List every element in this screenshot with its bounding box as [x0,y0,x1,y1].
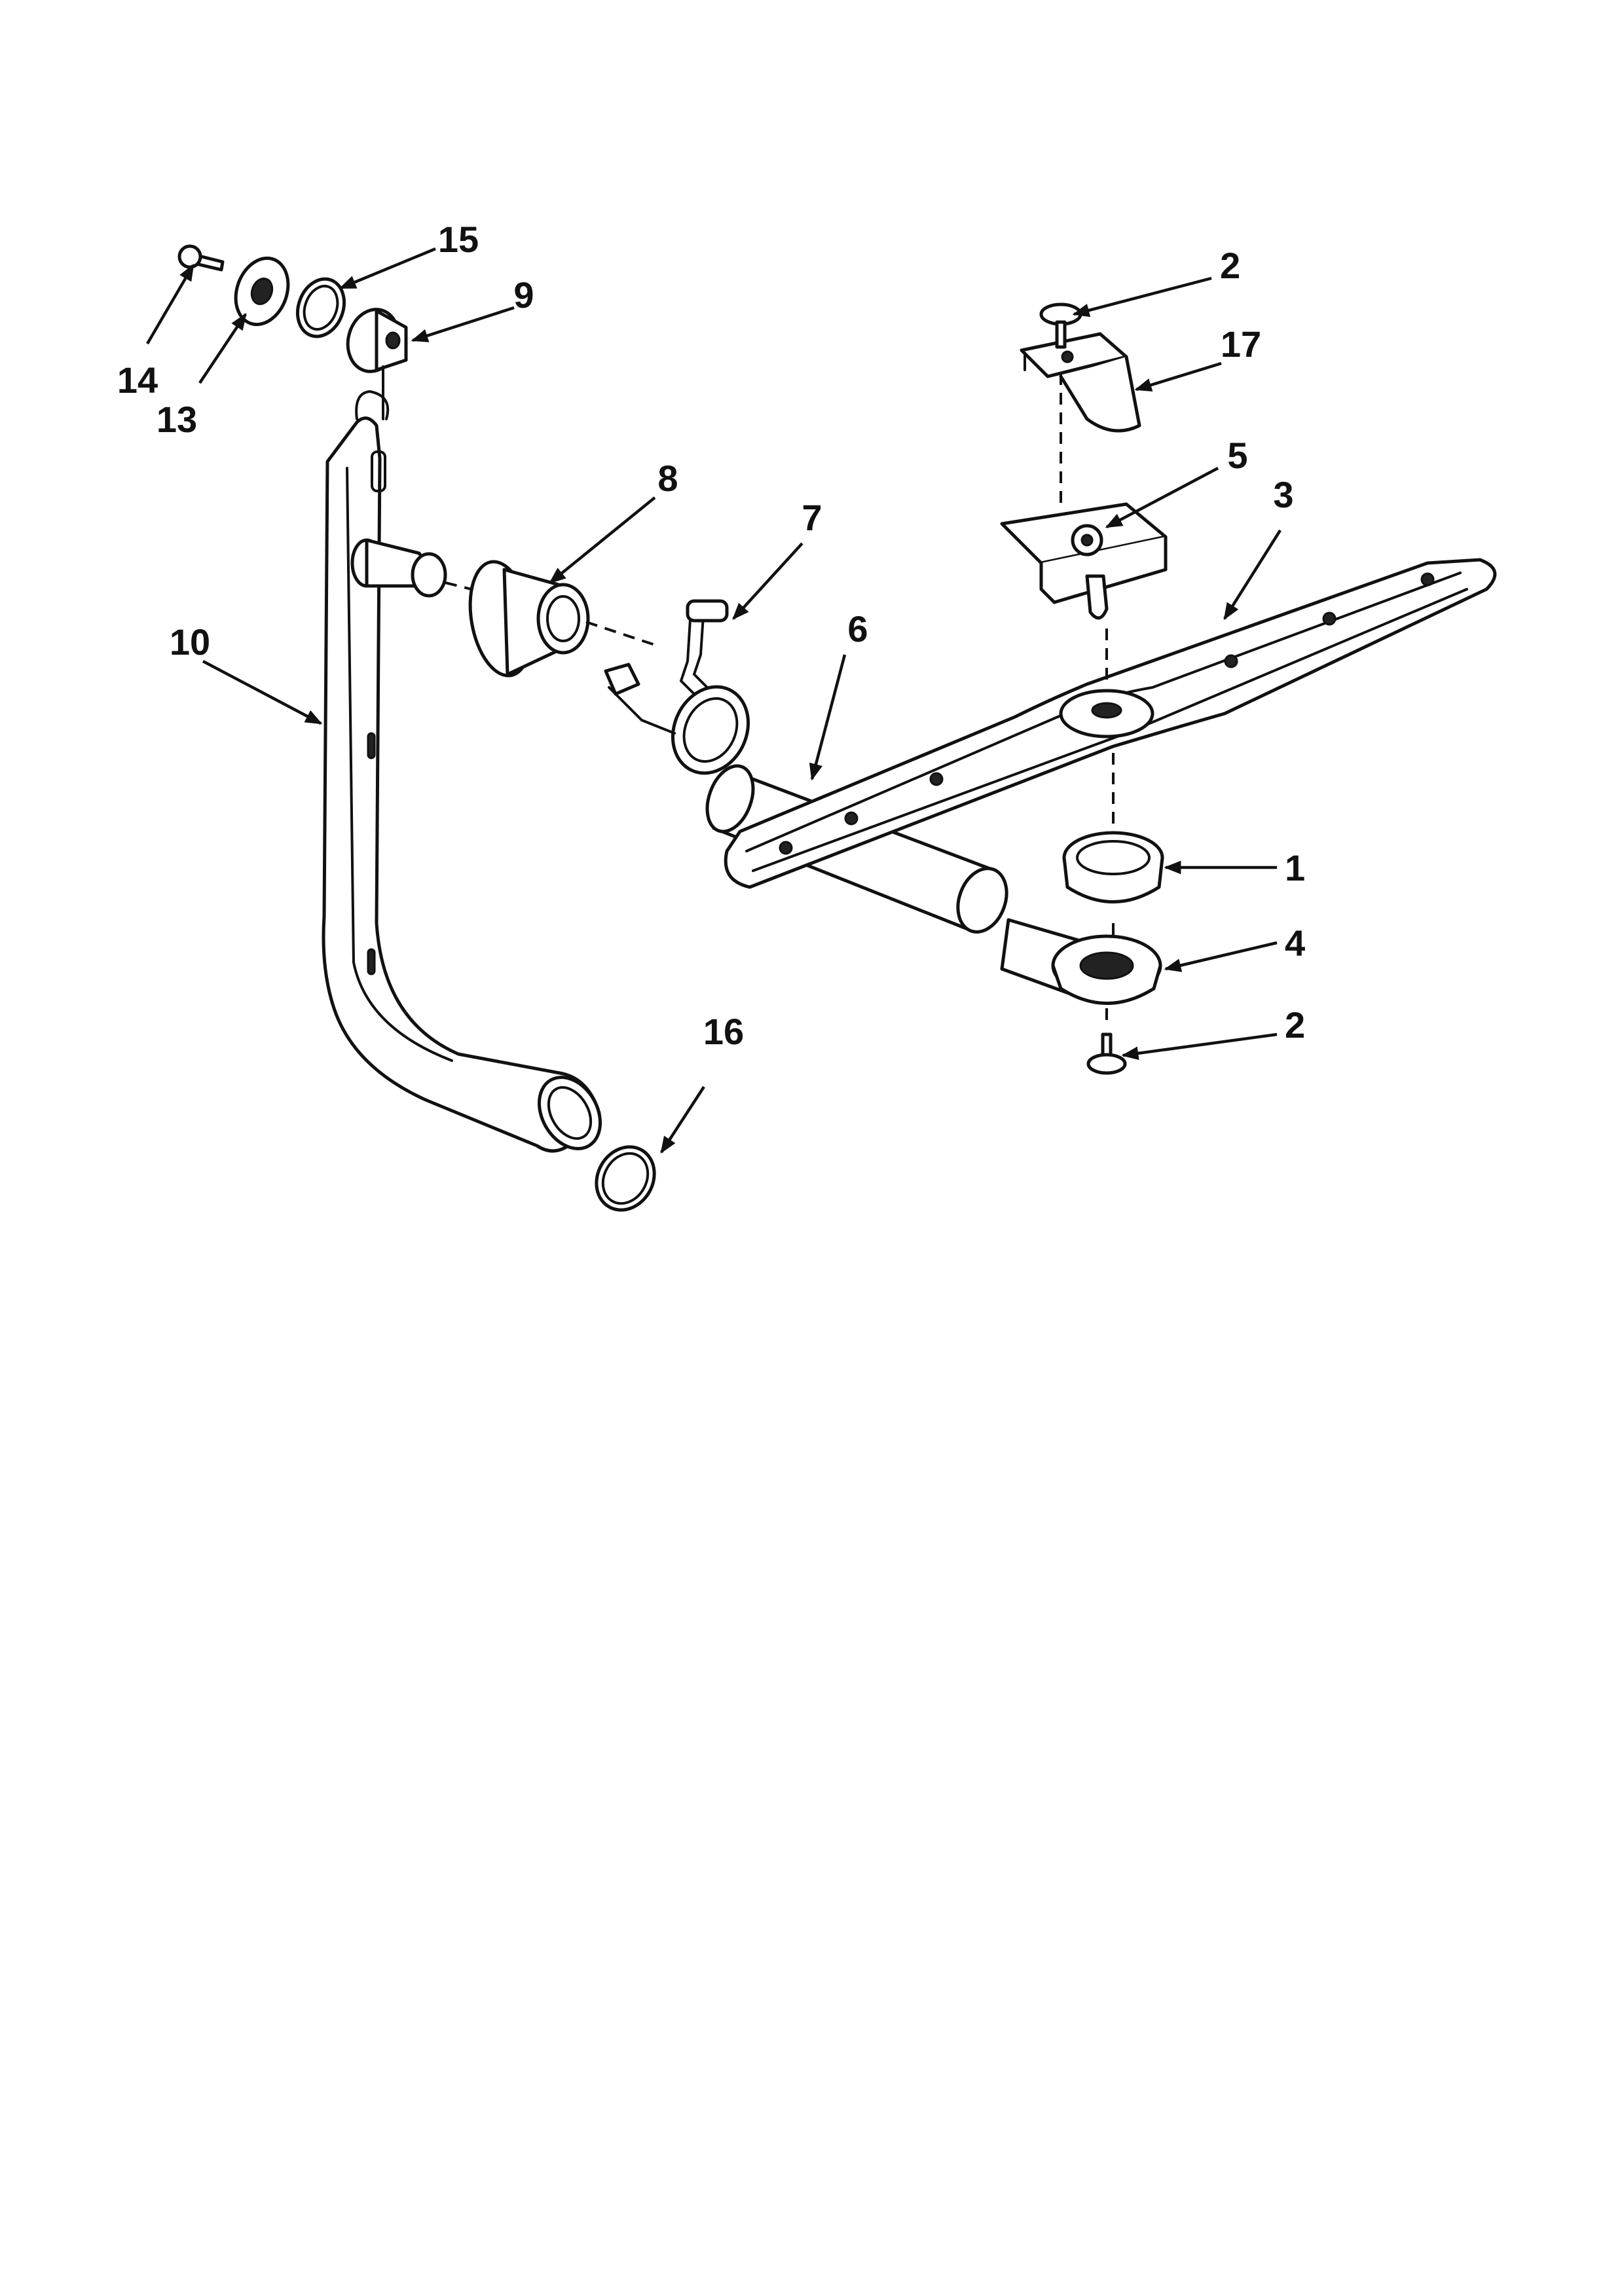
callout-8: 8 [657,458,678,499]
supply-tube-part [322,390,602,1153]
callout-7: 7 [802,497,822,538]
callout-2-upper: 2 [1220,245,1240,286]
callout-9: 9 [513,274,534,316]
callout-6: 6 [847,608,868,649]
leader-lines [146,247,1282,1154]
bracket-clip-part [604,599,750,775]
bellows-seal-part [468,560,590,678]
callout-5: 5 [1227,435,1247,476]
screw-upper-part [1039,302,1082,349]
oring-part [595,1145,656,1212]
screw-lower-part [1086,1032,1127,1075]
callout-4: 4 [1285,922,1305,964]
callout-2-lower: 2 [1285,1004,1305,1046]
spray-arm-part [724,558,1497,889]
top-clip-part [1020,332,1141,433]
callout-15: 15 [438,219,479,260]
callout-1: 1 [1285,847,1305,888]
hub-nut-part [1051,934,1162,1005]
callout-10: 10 [170,621,210,663]
bearing-ring-part [1062,831,1164,903]
manifold-bracket-part [1000,502,1168,620]
callout-17: 17 [1221,323,1261,365]
callout-16: 16 [703,1011,744,1052]
fastener-cluster [177,244,408,373]
callout-labels: 1 2 2 3 4 5 6 7 8 9 10 13 14 15 16 17 [117,219,1305,1052]
callout-3: 3 [1273,474,1293,515]
callout-13: 13 [157,399,197,440]
callout-14: 14 [117,359,158,401]
